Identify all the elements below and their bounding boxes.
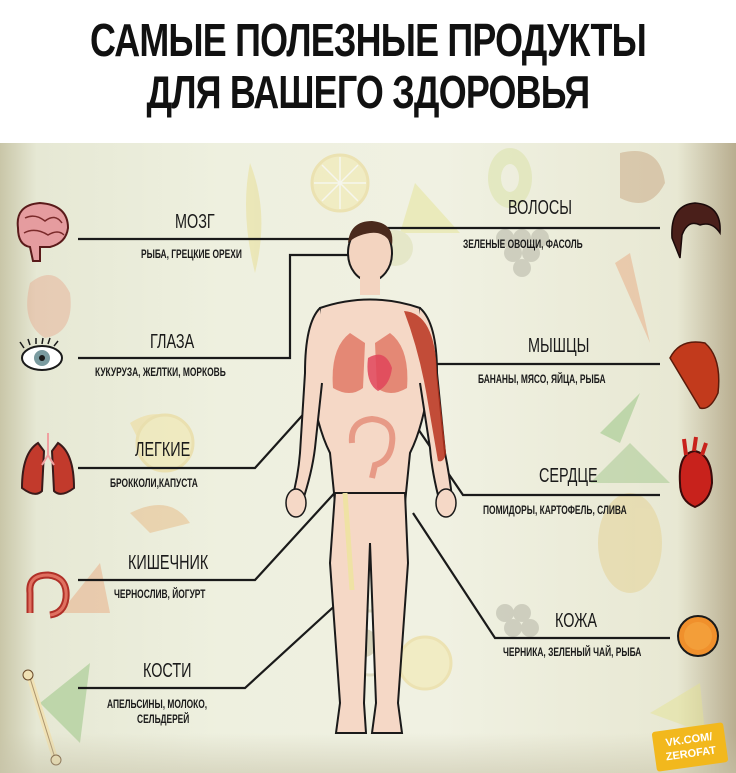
food-label-gut: ЧЕРНОСЛИВ, ЙОГУРТ: [114, 587, 206, 601]
brain-icon: [16, 201, 70, 262]
organ-label-heart: СЕРДЦЕ: [539, 465, 598, 487]
food-label-skin: ЧЕРНИКА, ЗЕЛЕНЫЙ ЧАЙ, РЫБА: [503, 645, 642, 659]
organ-label-gut: КИШЕЧНИК: [128, 552, 209, 574]
food-label-brain: РЫБА, ГРЕЦКИЕ ОРЕХИ: [141, 247, 242, 261]
organ-label-brain: МОЗГ: [175, 211, 215, 233]
lungs-icon: [20, 433, 76, 495]
eye-icon: [19, 337, 63, 371]
heart-icon: [678, 436, 714, 509]
title-banner: САМЫЕ ПОЛЕЗНЫЕ ПРОДУКТЫ ДЛЯ ВАШЕГО ЗДОРО…: [0, 0, 736, 143]
food-label-bones-line1: АПЕЛЬСИНЫ, МОЛОКО,: [107, 697, 208, 711]
food-label-muscles: БАНАНЫ, МЯСО, ЯЙЦА, РЫБА: [478, 372, 606, 386]
bottom-shade: [0, 733, 736, 773]
intestine-icon: [26, 571, 70, 619]
skin-icon: [677, 615, 719, 657]
organ-label-hair: ВОЛОСЫ: [508, 197, 572, 219]
title-line-2: ДЛЯ ВАШЕГО ЗДОРОВЬЯ: [146, 66, 591, 118]
connector-lines: [78, 226, 670, 690]
muscle-icon: [669, 341, 720, 410]
food-label-lungs: БРОККОЛИ,КАПУСТА: [110, 476, 198, 490]
title-line-1: САМЫЕ ПОЛЕЗНЫЕ ПРОДУКТЫ: [89, 14, 647, 66]
infographic-art: [16, 148, 721, 766]
organ-label-eyes: ГЛАЗА: [150, 331, 195, 353]
organ-label-muscles: МЫШЦЫ: [528, 335, 590, 357]
organ-label-lungs: ЛЕГКИЕ: [135, 439, 191, 461]
human-body-figure: [285, 221, 457, 734]
infographic-panel: МОЗГ РЫБА, ГРЕЦКИЕ ОРЕХИ ГЛАЗА КУКУРУЗА,…: [0, 143, 736, 773]
organ-label-skin: КОЖА: [555, 610, 598, 632]
food-label-eyes: КУКУРУЗА, ЖЕЛТКИ, МОРКОВЬ: [95, 365, 226, 379]
food-label-heart: ПОМИДОРЫ, КАРТОФЕЛЬ, СЛИВА: [483, 503, 627, 517]
food-label-bones-line2: СЕЛЬДЕРЕЙ: [137, 712, 190, 726]
hair-icon: [671, 202, 721, 259]
organ-label-bones: КОСТИ: [143, 660, 192, 682]
food-label-hair: ЗЕЛЕНЫЕ ОВОЩИ, ФАСОЛЬ: [463, 237, 583, 251]
